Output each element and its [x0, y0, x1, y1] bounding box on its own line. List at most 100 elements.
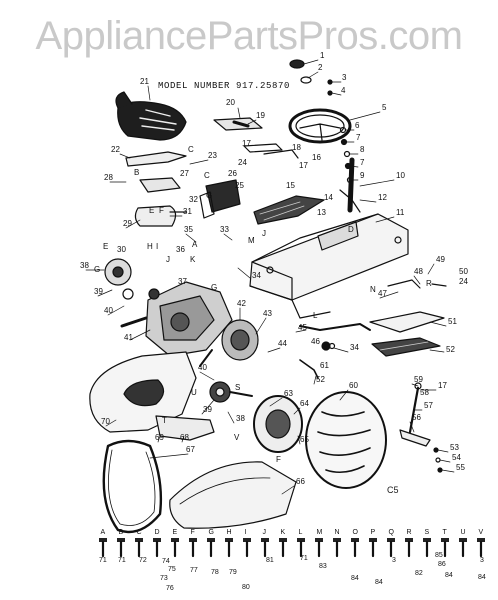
hardware-number-label: 71 [300, 555, 308, 562]
model-number-label: MODEL NUMBER 917.25870 [158, 81, 291, 91]
bolt-head-icon [279, 538, 287, 542]
connection-letter-label: A [192, 240, 198, 249]
connection-letter-label: K [190, 255, 196, 264]
part-number-label: 38 [80, 261, 89, 270]
connection-letter-label: F [276, 455, 281, 464]
part-number-label: 27 [180, 169, 189, 178]
part-number-label: 53 [450, 443, 459, 452]
part-number-label: 17 [299, 161, 308, 170]
part-number-label: 6 [355, 121, 360, 130]
hardware-letter: U [461, 529, 466, 536]
bolt-head-icon [261, 538, 269, 542]
part-number-label: 57 [424, 401, 433, 410]
part-number-label: 21 [140, 77, 149, 86]
bolt-head-icon [459, 538, 467, 542]
bolt-head-icon [369, 538, 377, 542]
connection-letter-label: B [134, 168, 139, 177]
connection-letter-label: T [162, 416, 167, 425]
bolt-head-icon [441, 538, 449, 542]
part-number-label: 34 [252, 271, 261, 280]
part-number-label: 7 [360, 158, 365, 167]
connection-letter-label: M [248, 236, 255, 245]
part-number-label: 17 [242, 139, 251, 148]
bolt-head-icon [99, 538, 107, 542]
hardware-number-label: 84 [478, 574, 486, 581]
part-number-label: 3 [342, 73, 347, 82]
connection-letter-label: D [348, 225, 354, 234]
hardware-letter: T [443, 529, 448, 536]
hardware-number-label: 71 [99, 557, 107, 564]
hardware-item: B [117, 529, 125, 558]
hardware-item: F [189, 529, 197, 558]
hardware-item: V [477, 529, 485, 558]
bolt-head-icon [315, 538, 323, 542]
part-number-label: 59 [414, 375, 423, 384]
rear-tire [305, 391, 387, 489]
bolt-head-icon [189, 538, 197, 542]
connection-letter-label: V [234, 433, 240, 442]
hardware-letter: D [155, 529, 160, 536]
brake-linkage [299, 323, 371, 379]
hardware-number-label: 77 [190, 567, 198, 574]
part-number-label: 41 [124, 333, 133, 342]
part-number-label: 26 [228, 169, 237, 178]
part-number-label: 55 [456, 463, 465, 472]
part-number-label: 35 [184, 225, 193, 234]
part-number-label: 4 [341, 86, 346, 95]
part-number-label: 14 [324, 193, 333, 202]
part-number-label: 52 [316, 375, 325, 384]
drive-pulley [221, 319, 259, 361]
part-number-label: 10 [396, 171, 405, 180]
part-number-label: 7 [356, 133, 361, 142]
bolt-head-icon [351, 538, 359, 542]
part-number-label: 70 [101, 417, 110, 426]
hardware-item: P [369, 529, 377, 558]
part-number-label: 18 [292, 143, 301, 152]
connection-letter-label: J [166, 255, 170, 264]
transmission [120, 281, 233, 367]
hardware-item: I [243, 529, 251, 558]
part-number-label: 2 [318, 63, 323, 72]
part-number-label: 47 [378, 289, 387, 298]
part-number-label: 45 [298, 323, 307, 332]
hardware-letter: K [281, 529, 286, 536]
part-number-label: 34 [350, 343, 359, 352]
hardware-item: J [261, 529, 269, 558]
hardware-number-label: 83 [319, 563, 327, 570]
connection-letter-label: F [159, 206, 164, 215]
connection-letter-label: E [149, 206, 154, 215]
pedal-assembly [369, 279, 447, 357]
part-number-label: 48 [414, 267, 423, 276]
part-number-label: 44 [278, 339, 287, 348]
hardware-letter: Q [389, 529, 395, 536]
part-number-label: 65 [300, 435, 309, 444]
connection-letter-label: G [211, 283, 217, 292]
hardware-item: H [225, 529, 233, 558]
connection-letter-label: J [262, 229, 266, 238]
part-number-label: 39 [94, 287, 103, 296]
part-number-label: 24 [238, 158, 247, 167]
hardware-item: U [459, 529, 467, 558]
part-number-label: 61 [320, 361, 329, 370]
hardware-letter: A [101, 529, 106, 536]
hardware-letter: O [353, 529, 359, 536]
hardware-number-label: 75 [168, 566, 176, 573]
hardware-item: N [333, 529, 341, 558]
part-number-label: 36 [176, 245, 185, 254]
part-number-label: 58 [420, 388, 429, 397]
hardware-number-label: 3 [480, 557, 484, 564]
part-number-label: 40 [198, 363, 207, 372]
diagram-code: C5 [387, 485, 399, 495]
hardware-number-label: 71 [118, 557, 126, 564]
part-number-label: 23 [208, 151, 217, 160]
bolt-head-icon [333, 538, 341, 542]
hardware-number-label: 85 [435, 552, 443, 559]
hardware-letter: M [317, 529, 323, 536]
part-number-label: 22 [111, 145, 120, 154]
hardware-letter: J [263, 529, 267, 536]
